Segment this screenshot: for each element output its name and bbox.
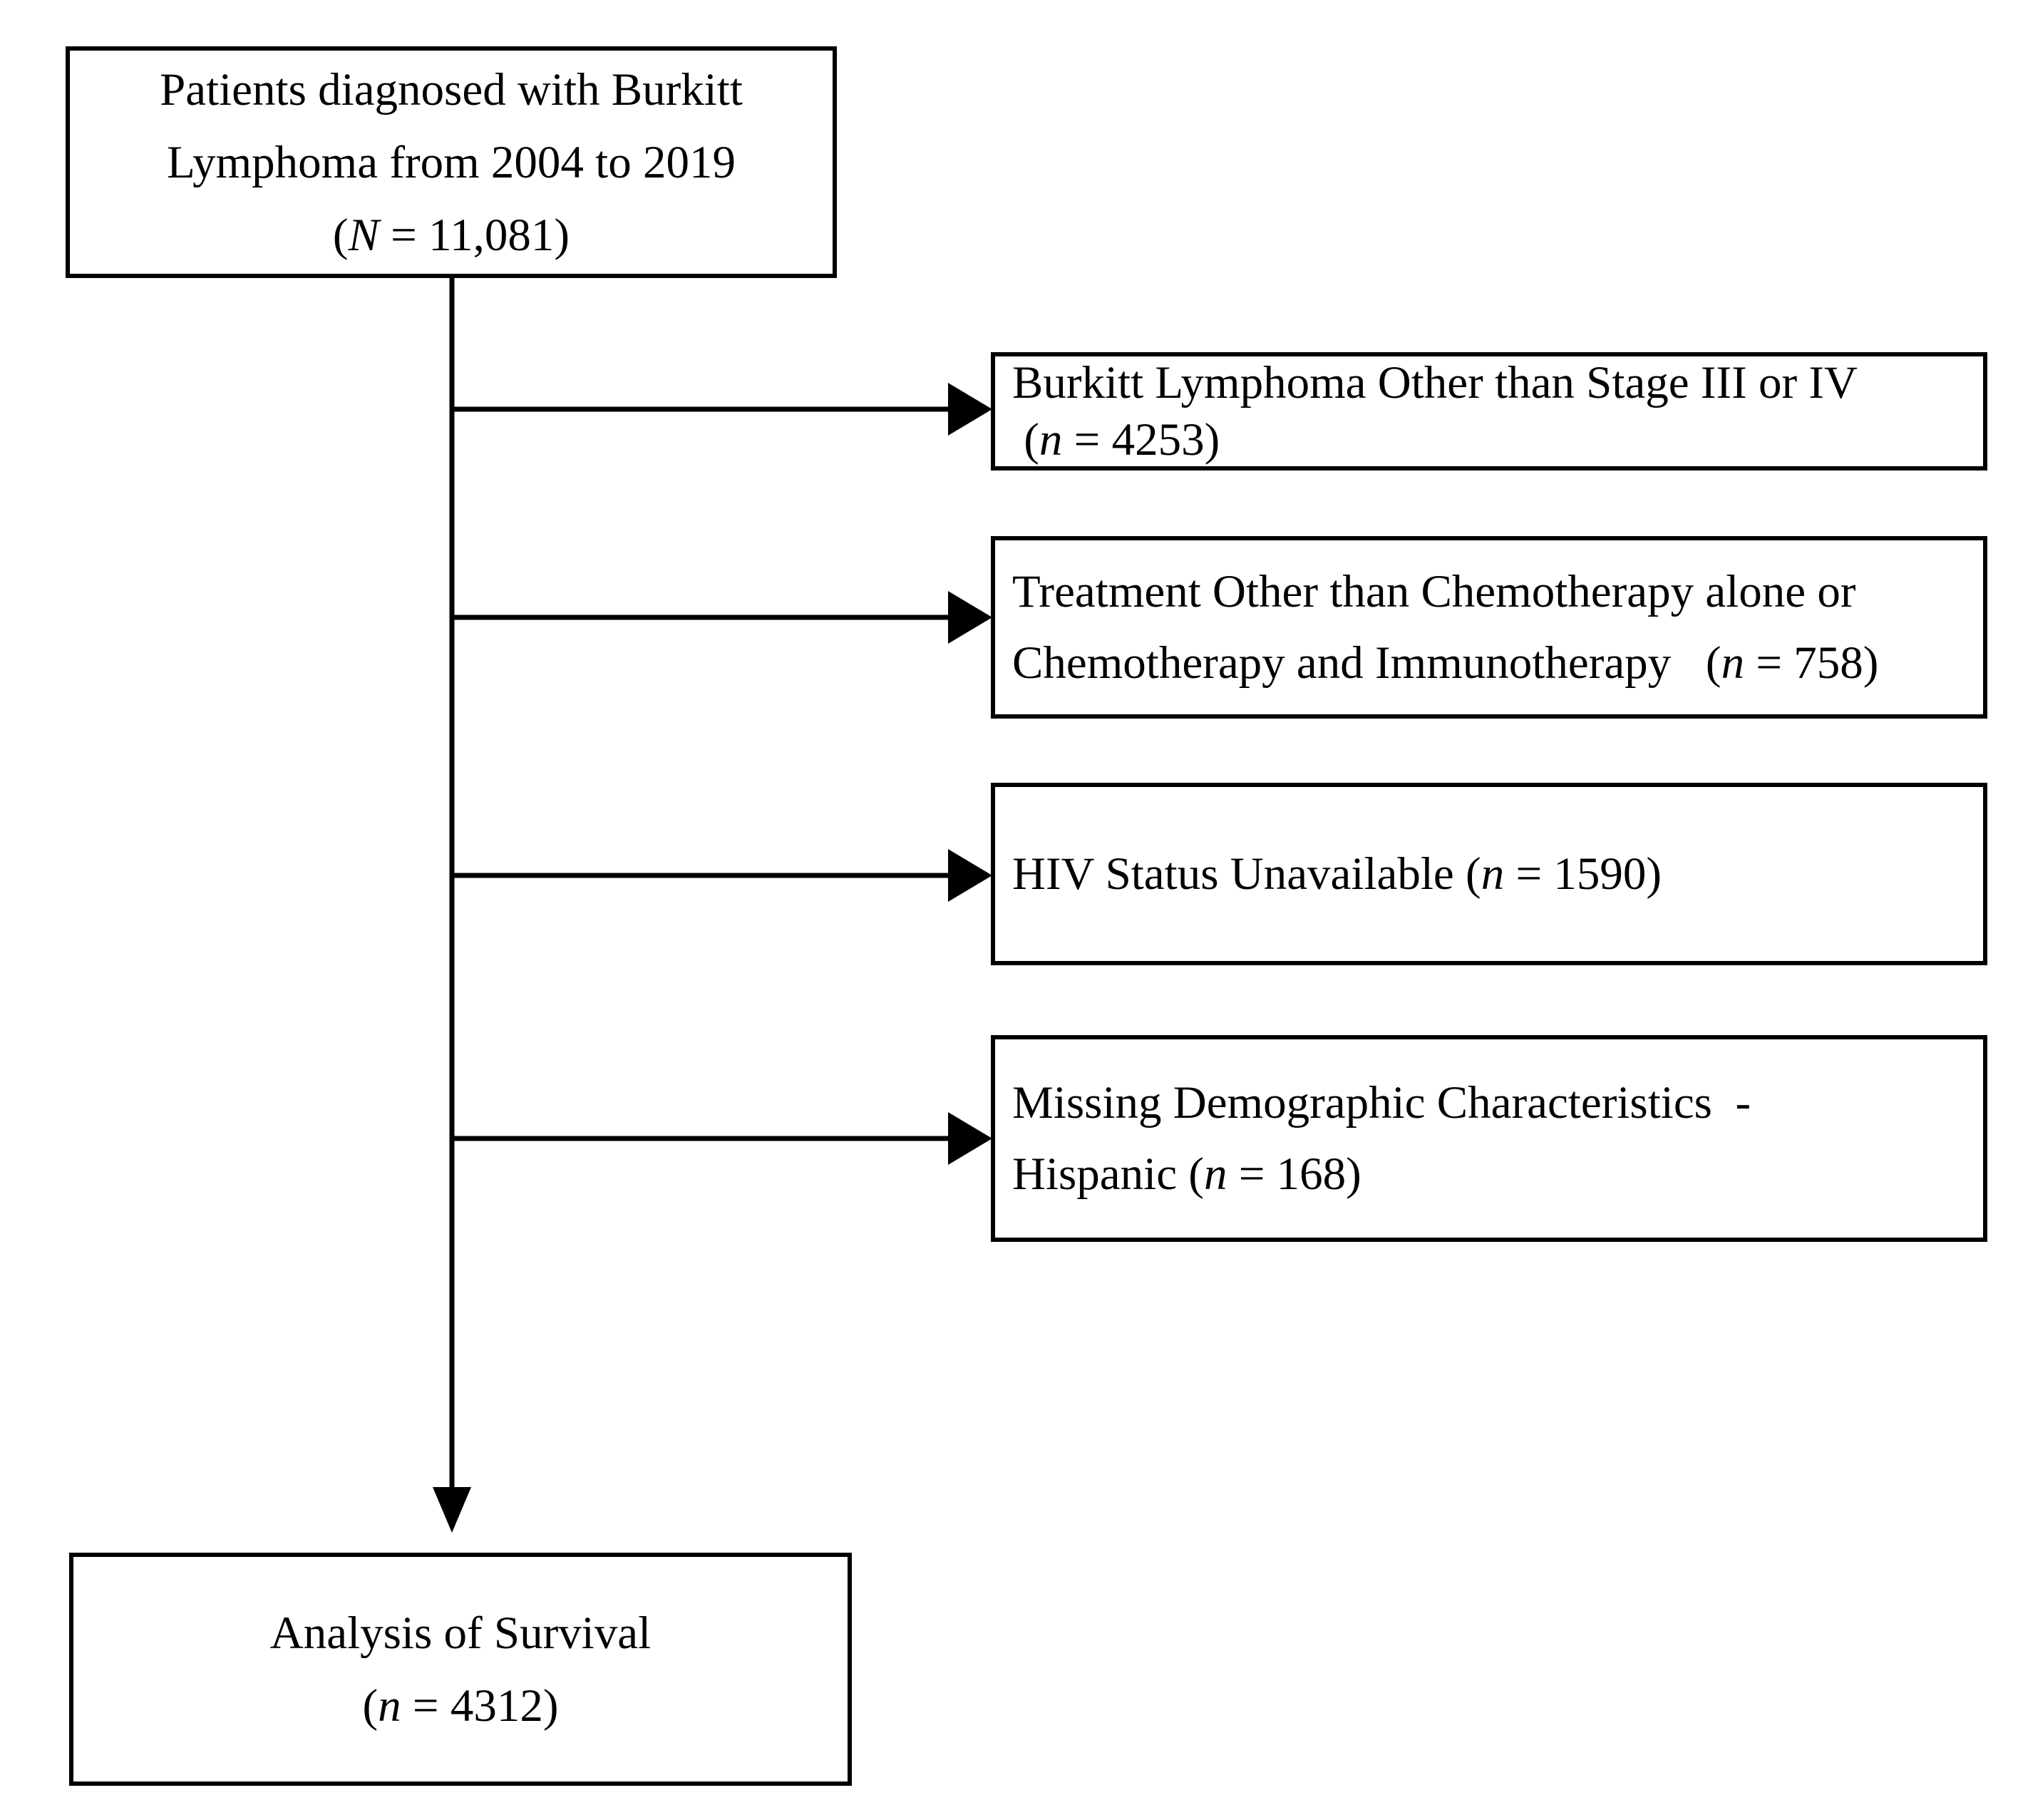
text-line: Hispanic (n = 168)	[1012, 1148, 1361, 1200]
exclusion-box-treatment: Treatment Other than Chemotherapy alone …	[991, 536, 1987, 719]
exclusion-box-stage: Burkitt Lymphoma Other than Stage III or…	[991, 352, 1987, 471]
text-line: (n = 4312)	[362, 1680, 559, 1732]
text-line: (N = 11,081)	[332, 209, 570, 261]
text-line: Analysis of Survival	[269, 1607, 652, 1659]
right-arrowhead-icon-1	[948, 383, 992, 436]
analysis-box: Analysis of Survival (n = 4312)	[69, 1553, 852, 1786]
right-arrowhead-icon-3	[948, 849, 992, 902]
text-line: Treatment Other than Chemotherapy alone …	[1012, 566, 1856, 617]
text-line: Patients diagnosed with Burkitt	[160, 63, 743, 115]
exclusion-box-hiv-status: HIV Status Unavailable (n = 1590)	[991, 783, 1987, 965]
text-line: Burkitt Lymphoma Other than Stage III or…	[1012, 357, 1858, 408]
text-line: Missing Demographic Characteristics -	[1012, 1077, 1751, 1128]
right-arrowhead-icon-4	[948, 1112, 992, 1165]
exclusion-box-demographics: Missing Demographic Characteristics - His…	[991, 1035, 1987, 1242]
text-line: Chemotherapy and Immunotherapy (n = 758)	[1012, 637, 1879, 689]
down-arrowhead-icon	[433, 1487, 471, 1533]
right-arrowhead-icon-2	[948, 591, 992, 644]
text-line: Lymphoma from 2004 to 2019	[167, 136, 736, 188]
text-line: HIV Status Unavailable (n = 1590)	[1012, 848, 1662, 900]
text-line: (n = 4253)	[1012, 414, 1220, 466]
